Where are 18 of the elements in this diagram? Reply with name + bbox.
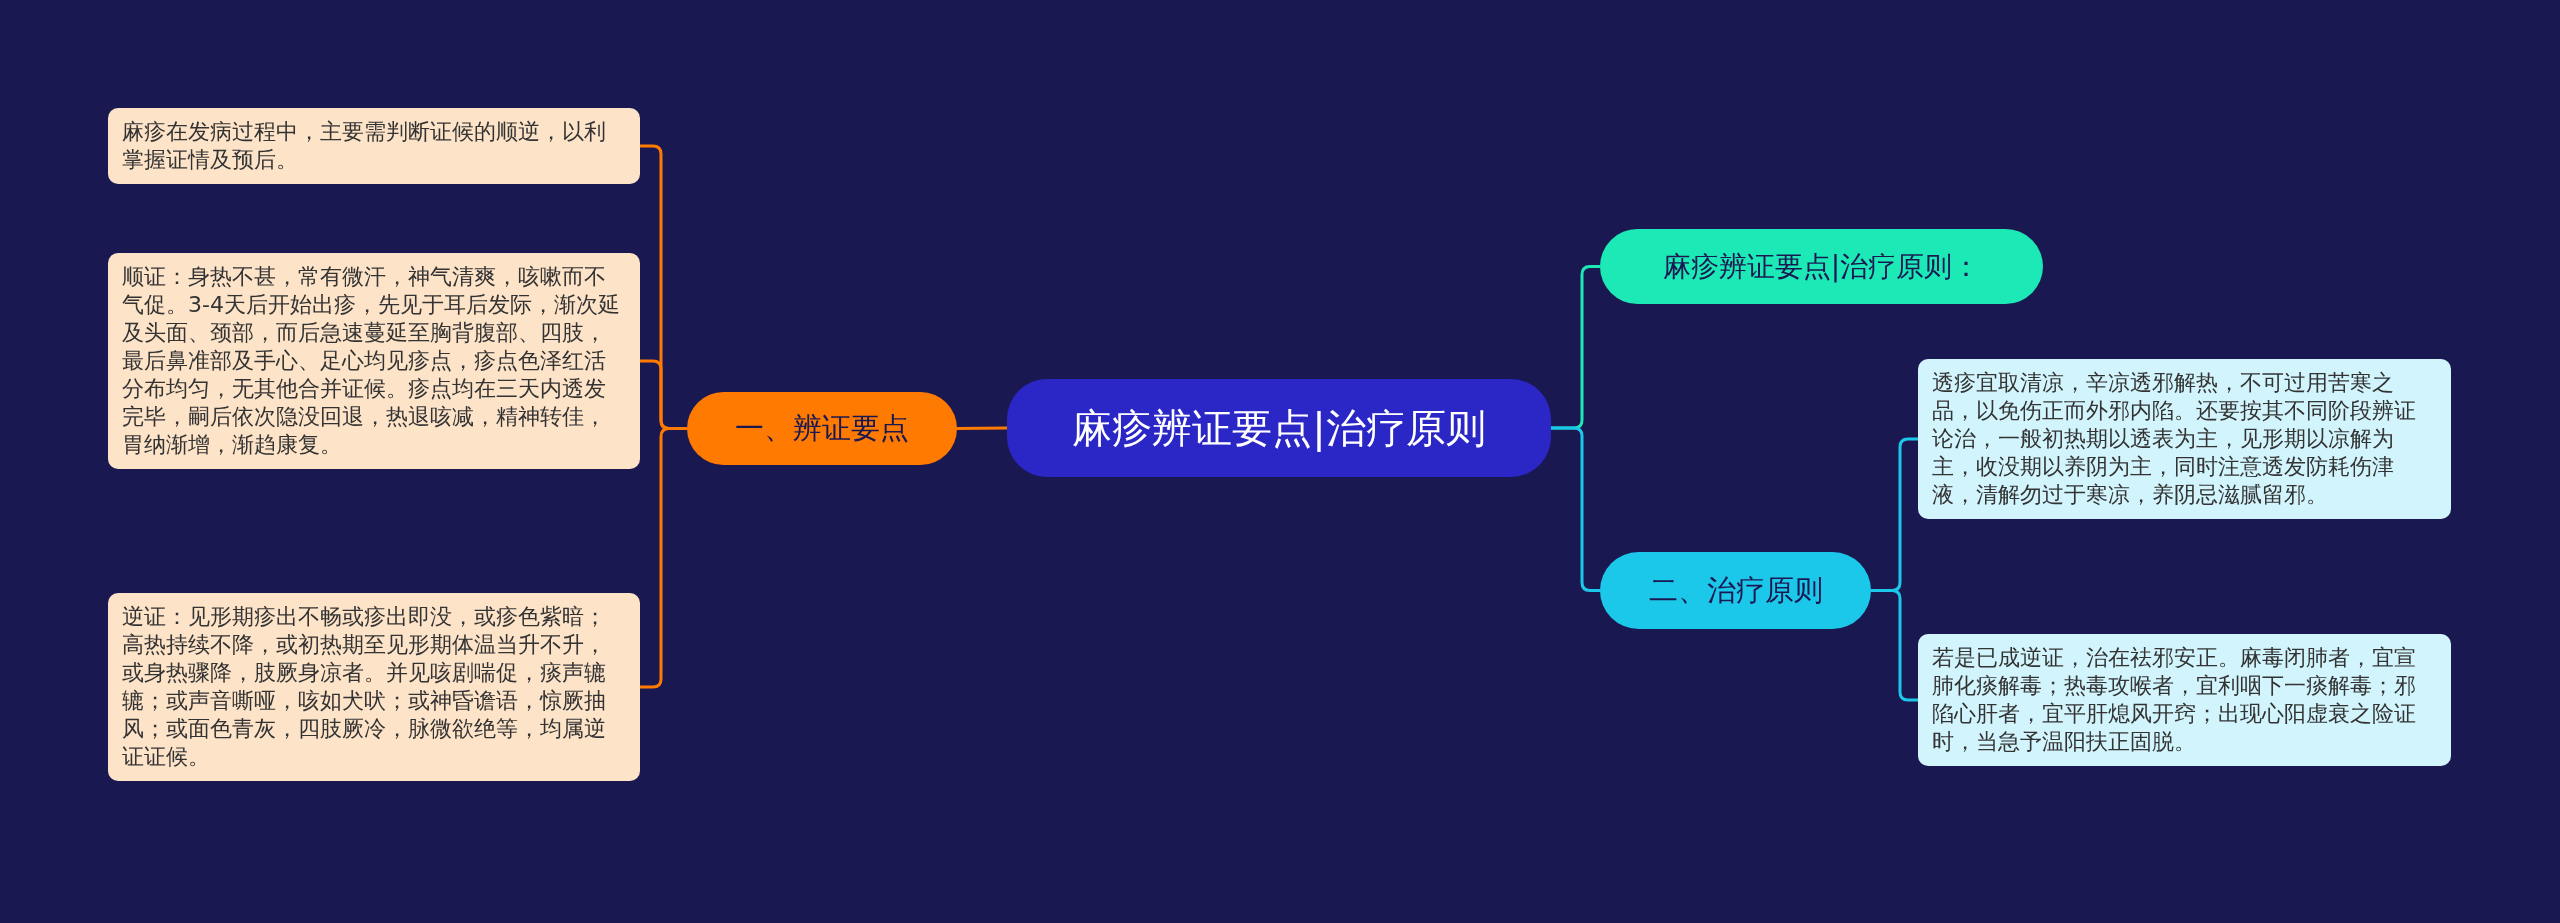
connector-line — [640, 427, 687, 689]
topic-text: 一、辨证要点 — [735, 409, 909, 447]
note-card — [108, 593, 640, 781]
note-card — [1918, 359, 2451, 519]
topic-text: 透疹宜取清凉，辛凉透邪解热，不可过用苦寒之品，以免伤正而外邪内陷。还要按其不同阶段辨证论治，一般初热期以透表为主，见形期以凉解为主，收没期以养阴为主，同时注意透发防耗伤津液，清解勿过于寒凉，养阴忌滋腻留邪。 — [1932, 369, 2417, 509]
topic-text: 若是已成逆证，治在祛邪安正。麻毒闭肺者，宜宣肺化痰解毒；热毒攻喉者，宜利咽下一痰解毒；邪陷心肝者，宜平肝熄风开窍；出现心阳虚衰之险证时，当急予温阳扶正固脱。 — [1932, 644, 2417, 756]
connector-line — [957, 426, 1007, 430]
topic-text: 逆证：见形期疹出不畅或疹出即没，或疹色紫暗；高热持续不降，或初热期至见形期体温当升不升，或身热骤降，肢厥身凉者。并见咳剧喘促，痰声辘辘；或声音嘶哑，咳如犬吠；或神昏谵语，惊厥抽风；或面色青灰，四肢厥冷，脉微欲绝等，均属逆证证候。 — [122, 603, 607, 771]
connector-line — [1551, 426, 1600, 592]
topic-text: 麻疹在发病过程中，主要需判断证候的顺逆，以利掌握证情及预后。 — [122, 118, 607, 174]
topic-text: 麻疹辨证要点|治疗原则 — [1072, 403, 1486, 454]
topic-text: 顺证：身热不甚，常有微汗，神气清爽，咳嗽而不气促。3-4天后开始出疹，先见于耳后发际，渐次延及头面、颈部，而后急速蔓延至胸背腹部、四肢，最后鼻准部及手心、足心均见疹点，疹点色泽红活分布均匀，无其他合并证候。疹点均在三天内透发完毕，嗣后依次隐没回退，热退咳减，精神转佳，胃纳渐增，渐趋康复。 — [122, 263, 621, 459]
connector-line — [1871, 589, 1918, 702]
topic-text: 二、治疗原则 — [1648, 571, 1823, 609]
note-card — [108, 108, 640, 184]
central-topic — [1007, 379, 1551, 477]
topic-text: 麻疹辨证要点|治疗原则： — [1662, 248, 1981, 285]
note-card — [1918, 634, 2451, 766]
